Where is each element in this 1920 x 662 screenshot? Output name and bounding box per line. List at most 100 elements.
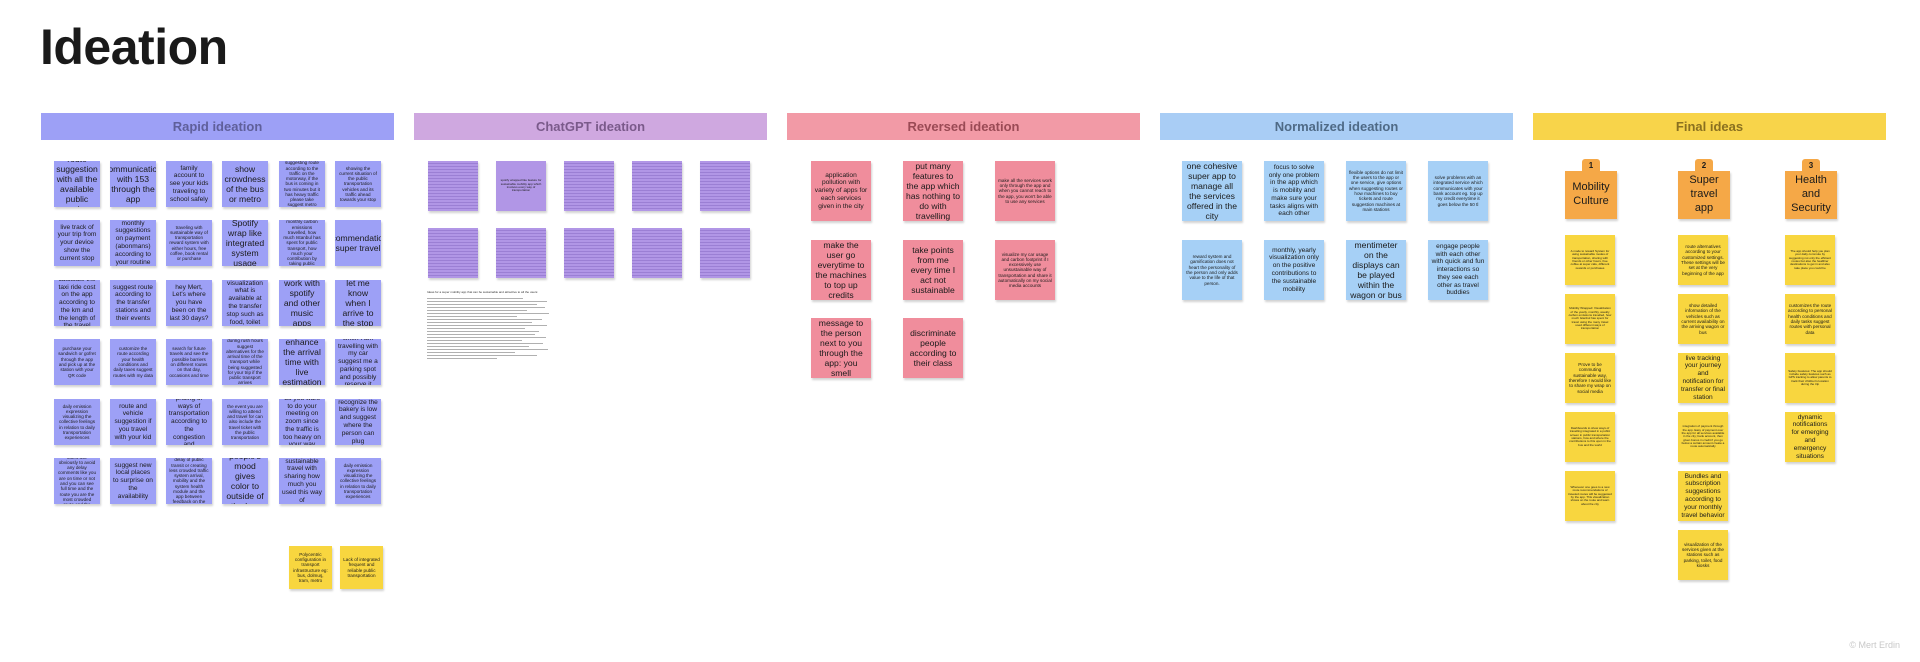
final-idea-title[interactable]: Health and Security <box>1785 171 1837 219</box>
sticky-note[interactable]: visualisation of the monthly carbon emis… <box>279 220 325 266</box>
sticky-note[interactable]: daily emission expression visualizing th… <box>335 458 381 504</box>
sticky-note[interactable]: suggest new local places to surprise on … <box>110 458 156 504</box>
sticky-note[interactable]: visualize my car usage and carbon footpr… <box>995 240 1055 300</box>
sticky-note-yellow[interactable]: Lack of integrated frequent and reliable… <box>340 546 383 589</box>
sticky-note[interactable]: when I am travelling with my car suggest… <box>335 339 381 385</box>
sticky-note[interactable]: dynamic pricing of ways of transportatio… <box>166 399 212 445</box>
sticky-note-final[interactable]: dynamic notifications for emerging and e… <box>1785 412 1835 462</box>
idea-number-tag: 3 <box>1802 159 1820 172</box>
doc-text-line <box>427 355 537 357</box>
doc-text-line <box>427 358 497 360</box>
sticky-note[interactable] <box>564 161 614 211</box>
sticky-note[interactable]: Spotify wrap like integrated system usag… <box>222 220 268 266</box>
sticky-note[interactable] <box>700 228 750 278</box>
sticky-note[interactable] <box>632 228 682 278</box>
sticky-note[interactable]: make all the services work only through … <box>995 161 1055 221</box>
sticky-note[interactable]: engage people with each other with quick… <box>1428 240 1488 300</box>
sticky-note[interactable]: route and vehicle suggestion if you trav… <box>110 399 156 445</box>
sticky-note[interactable]: one cohesive super app to manage all the… <box>1182 161 1242 221</box>
sticky-note[interactable]: route suggestion with all the available … <box>54 161 100 207</box>
sticky-note-final[interactable]: route alternatives according to your cus… <box>1678 235 1728 285</box>
doc-text-line <box>427 301 547 303</box>
sticky-note-final[interactable]: A mode to reward System for using sustai… <box>1565 235 1615 285</box>
doc-text-line <box>427 319 542 321</box>
sticky-note[interactable]: live track of your trip from your device… <box>54 220 100 266</box>
sticky-note-final[interactable]: Dashboards to show ways of travelling in… <box>1565 412 1615 462</box>
sticky-note[interactable]: visualization what is available at the t… <box>222 280 268 326</box>
sticky-note[interactable]: the event you are willing to attend and … <box>222 399 268 445</box>
sticky-note[interactable]: recognizing the delay of public transit … <box>166 458 212 504</box>
sticky-note-final[interactable]: integration of payment through the app. … <box>1678 412 1728 462</box>
sticky-note[interactable]: discriminate people according to their c… <box>903 318 963 378</box>
doc-text-line <box>427 343 543 345</box>
sticky-note[interactable]: application pollution with variety of ap… <box>811 161 871 221</box>
sticky-note[interactable]: daily emission expression visualizing th… <box>54 399 100 445</box>
header-rapid-ideation: Rapid ideation <box>41 113 394 140</box>
header-final-label: Final ideas <box>1675 119 1744 134</box>
sticky-note[interactable]: culture of sustainable travel with shari… <box>279 458 325 504</box>
sticky-note[interactable]: focus to solve only one problem in the a… <box>1264 161 1324 221</box>
sticky-note[interactable]: traveling with sustainable way of transp… <box>166 220 212 266</box>
sticky-note-final[interactable]: live tracking your journey and notificat… <box>1678 353 1728 403</box>
sticky-note-yellow[interactable]: Polycentric configuration in transport i… <box>289 546 332 589</box>
sticky-note-final[interactable]: Bundles and subscription suggestions acc… <box>1678 471 1728 521</box>
sticky-note-final[interactable]: visualization of the services given at t… <box>1678 530 1728 580</box>
sticky-note[interactable]: hey Mert, Let's where you have been on t… <box>166 280 212 326</box>
sticky-note[interactable]: showing the current situation of the pub… <box>335 161 381 207</box>
sticky-note-final[interactable]: show detailed information of the vehicle… <box>1678 294 1728 344</box>
sticky-note[interactable]: reward system and gamification does not … <box>1182 240 1242 300</box>
sticky-note-final[interactable]: Prove to be commuting sustainable way, t… <box>1565 353 1615 403</box>
doc-text-line <box>427 328 525 330</box>
sticky-note[interactable] <box>700 161 750 211</box>
doc-text-line <box>427 316 517 318</box>
sticky-note[interactable]: solve problems with an integrated servic… <box>1428 161 1488 221</box>
sticky-note[interactable]: suggesting route according to the traffi… <box>279 161 325 207</box>
sticky-note[interactable]: during rush hours suggest alternatives f… <box>222 339 268 385</box>
header-chatgpt-ideation: ChatGPT ideation <box>414 113 767 140</box>
sticky-note[interactable]: flexible options do not limit the users … <box>1346 161 1406 221</box>
sticky-note[interactable]: make the user go everytime to the machin… <box>811 240 871 300</box>
sticky-note[interactable]: purchase your sandwich or gofret through… <box>54 339 100 385</box>
sticky-note[interactable] <box>564 228 614 278</box>
sticky-note[interactable] <box>428 161 478 211</box>
sticky-note[interactable]: enhance the arrival time with live estim… <box>279 339 325 385</box>
sticky-note[interactable]: monthly suggestions on payment (abonmans… <box>110 220 156 266</box>
doc-text-line <box>427 313 549 315</box>
final-idea-title[interactable]: Mobility Culture <box>1565 171 1617 219</box>
sticky-note-final[interactable]: Safety Features: The app should include … <box>1785 353 1835 403</box>
sticky-note[interactable]: recommendations of super traveller <box>335 220 381 266</box>
sticky-note[interactable]: do you want to do your meeting on zoom s… <box>279 399 325 445</box>
sticky-note[interactable]: work with spotify and other music apps <box>279 280 325 326</box>
sticky-note[interactable]: communication with 153 through the app <box>110 161 156 207</box>
sticky-note-final[interactable]: Mobility Wrapped: Visualization of the y… <box>1565 294 1615 344</box>
sticky-note[interactable]: show crowdness of the bus or metro <box>222 161 268 207</box>
sticky-note-final[interactable]: The app should help you plan your daily … <box>1785 235 1835 285</box>
sticky-note[interactable]: if the registered users use obviously to… <box>54 458 100 504</box>
sticky-note[interactable]: people's mood gives color to outside of … <box>222 458 268 504</box>
sticky-note[interactable]: mentimeter on the displays can be played… <box>1346 240 1406 300</box>
sticky-note[interactable]: search for future travels and see the po… <box>166 339 212 385</box>
sticky-note[interactable]: let me know when I arrive to the stop <box>335 280 381 326</box>
header-chatgpt-label: ChatGPT ideation <box>535 119 646 134</box>
header-normalized-ideation: Normalized ideation <box>1160 113 1513 140</box>
sticky-note-final[interactable]: Whenever one goes to a new route recomme… <box>1565 471 1615 521</box>
sticky-note[interactable]: put many features to the app which has n… <box>903 161 963 221</box>
sticky-note[interactable] <box>428 228 478 278</box>
sticky-note[interactable]: message to the person next to you throug… <box>811 318 871 378</box>
doc-text-line <box>427 346 529 348</box>
sticky-note[interactable]: calculate the taxi ride cost on the app … <box>54 280 100 326</box>
doc-text-line <box>427 349 548 351</box>
sticky-note[interactable]: suggest route according to the transfer … <box>110 280 156 326</box>
final-idea-title[interactable]: Super travel app <box>1678 171 1730 219</box>
sticky-note-final[interactable]: customizes the route according to person… <box>1785 294 1835 344</box>
sticky-note[interactable]: family account to see your kids travelin… <box>166 161 212 207</box>
sticky-note[interactable] <box>496 228 546 278</box>
sticky-note[interactable]: customize the route according your healt… <box>110 339 156 385</box>
section-chatgpt-ideation: ChatGPT ideation spotify wrapped like fe… <box>414 0 767 662</box>
sticky-note[interactable] <box>632 161 682 211</box>
sticky-note[interactable]: spotify wrapped like feature for sustain… <box>496 161 546 211</box>
sticky-note[interactable]: recognize the bakery is low and suggest … <box>335 399 381 445</box>
sticky-note[interactable]: monthly, yearly visualization only on th… <box>1264 240 1324 300</box>
sticky-note[interactable]: take points from me every time I act not… <box>903 240 963 300</box>
idea-number-tag: 2 <box>1695 159 1713 172</box>
